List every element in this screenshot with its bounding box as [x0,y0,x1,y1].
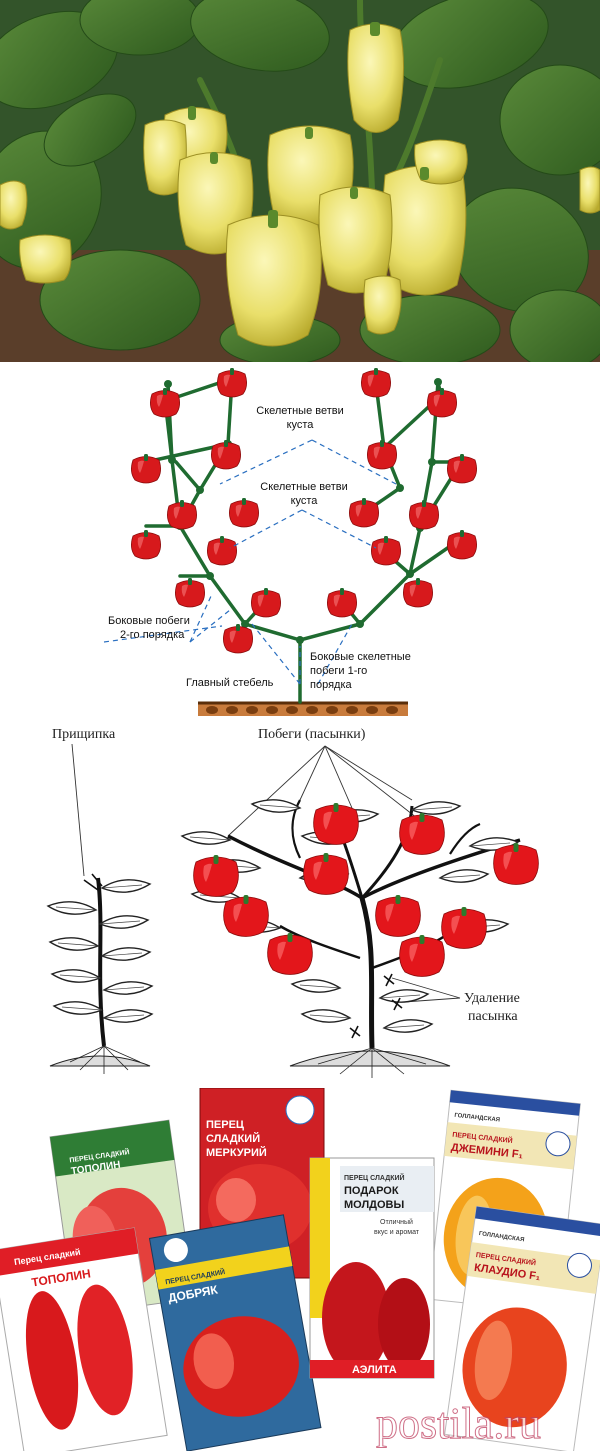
label-main-stem: Главный стебель [186,677,274,689]
label-skeletal-mid-2: куста [291,495,319,507]
guide-lines [103,439,397,685]
red-peppers-plant2 [193,802,539,977]
packet-3-line2: СЛАДКИЙ [206,1132,260,1145]
label-removal-2: пасынка [468,1009,518,1024]
pinching-diagram: Прищипка Побеги (пасынки) Удаление пасын… [0,728,600,1090]
leader-lines [71,743,461,1003]
label-side-1st-3: порядка [310,679,352,691]
seed-packets: ПЕРЕЦ СЛАДКИЙ ТОПОЛИН ПЕРЕЦ СЛАДКИЙ МЕРК… [0,1088,600,1451]
packet-5-brand: АЭЛИТА [352,1364,397,1376]
label-side-2nd-1: Боковые побеги [108,615,190,627]
packet-5-line1: ПЕРЕЦ СЛАДКИЙ [344,1173,405,1182]
packet-6-origin: ГОЛЛАНДСКАЯ [454,1113,500,1124]
packet-5-line3: МОЛДОВЫ [344,1199,405,1211]
bush-formation-svg: Скелетные ветви куста Скелетные ветви ку… [103,367,478,716]
cut-marks [349,973,403,1039]
label-pinching: Прищипка [52,728,116,742]
packet-5-note2: вкус и аромат [374,1229,420,1236]
label-skeletal-mid-1: Скелетные ветви [260,481,348,493]
label-removal-1: Удаление [464,991,520,1006]
packet-5-note1: Отличный [380,1218,413,1226]
shoots-plant [181,799,539,1078]
pinching-plant [47,873,153,1074]
packet-3-line3: МЕРКУРИЙ [206,1146,267,1159]
label-side-1st-1: Боковые скелетные [310,651,411,663]
packet-5-line2: ПОДАРОК [344,1185,399,1197]
packet-podarok-moldovy: ПЕРЕЦ СЛАДКИЙ ПОДАРОК МОЛДОВЫ Отличный в… [309,1157,435,1379]
label-side-2nd-2: 2-го порядка [120,629,185,641]
label-skeletal-top-1: Скелетные ветви [256,405,344,417]
packet-dobryak: ПЕРЕЦ СЛАДКИЙ ДОБРЯК [148,1214,322,1451]
yellow-peppers-photo [0,0,600,362]
yellow-peppers-illustration [0,0,600,362]
bush-formation-diagram: Скелетные ветви куста Скелетные ветви ку… [0,362,600,728]
label-shoots: Побеги (пасынки) [258,728,366,742]
packet-topolin-2: Перец сладкий ТОПОЛИН [0,1227,168,1451]
label-side-1st-2: побеги 1-го [310,665,367,677]
watermark: postila.ru [376,1399,541,1448]
soil [198,701,408,716]
pinching-svg: Прищипка Побеги (пасынки) Удаление пасын… [47,728,539,1078]
packet-klaudio: ГОЛЛАНДСКАЯ ПЕРЕЦ СЛАДКИЙ КЛАУДИО F₁ [444,1205,600,1451]
packet-3-line1: ПЕРЕЦ [206,1119,244,1131]
label-skeletal-top-2: куста [287,419,315,431]
seed-packets-svg: ПЕРЕЦ СЛАДКИЙ ТОПОЛИН ПЕРЕЦ СЛАДКИЙ МЕРК… [0,1088,600,1451]
